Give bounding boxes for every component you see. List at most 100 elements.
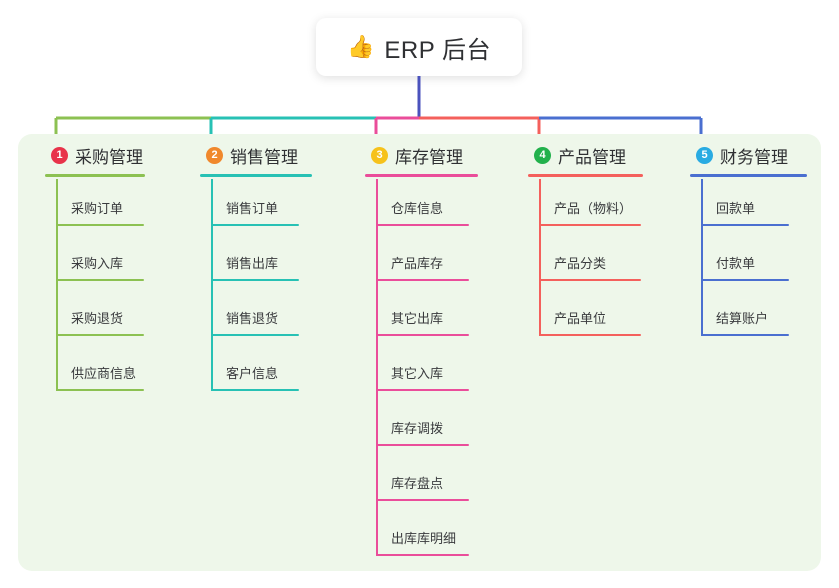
branch-items-3: 仓库信息产品库存其它出库其它入库库存调拨库存盘点出库库明细 <box>365 179 469 564</box>
branch-items-4: 产品（物料） 产品分类产品单位 <box>528 179 641 344</box>
leaf-item-underline <box>376 554 469 556</box>
branch-5[interactable]: 5 财务管理回款单付款单结算账户 <box>690 140 807 344</box>
branch-title-2: 销售管理 <box>230 147 298 167</box>
leaf-item-underline <box>211 389 299 391</box>
leaf-item-label: 产品库存 <box>391 256 444 271</box>
branch-header-5[interactable]: 5 财务管理 <box>690 140 807 177</box>
branch-badge-4: 4 <box>534 146 551 164</box>
leaf-item-underline <box>211 279 299 281</box>
branch-title-3: 库存管理 <box>395 147 463 167</box>
leaf-item-label: 采购退货 <box>71 311 124 326</box>
leaf-item[interactable]: 库存调拨 <box>365 399 469 454</box>
leaf-item-label: 产品分类 <box>554 256 607 271</box>
leaf-item[interactable]: 结算账户 <box>690 289 789 344</box>
leaf-item[interactable]: 客户信息 <box>200 344 299 399</box>
leaf-item[interactable]: 产品（物料） <box>528 179 641 234</box>
branch-underline-4 <box>528 174 643 177</box>
leaf-item-label: 回款单 <box>716 201 756 216</box>
branch-title-1: 采购管理 <box>75 147 143 167</box>
branch-header-1[interactable]: 1 采购管理 <box>45 140 145 177</box>
branch-underline-3 <box>365 174 478 177</box>
branch-header-4[interactable]: 4 产品管理 <box>528 140 643 177</box>
leaf-item-underline <box>56 389 144 391</box>
leaf-item-label: 采购入库 <box>71 256 124 271</box>
leaf-item-underline <box>376 224 469 226</box>
branch-spine-3 <box>376 179 378 556</box>
leaf-item[interactable]: 采购退货 <box>45 289 144 344</box>
branch-badge-1: 1 <box>51 146 68 164</box>
branch-badge-5: 5 <box>696 146 713 164</box>
branch-spine-1 <box>56 179 58 391</box>
root-node[interactable]: 👍 ERP 后台 <box>316 18 522 76</box>
leaf-item-label: 结算账户 <box>716 311 769 326</box>
branch-header-2[interactable]: 2 销售管理 <box>200 140 312 177</box>
branch-header-3[interactable]: 3 库存管理 <box>365 140 478 177</box>
leaf-item-underline <box>211 224 299 226</box>
leaf-item-label: 库存调拨 <box>391 421 444 436</box>
leaf-item-underline <box>56 279 144 281</box>
leaf-item[interactable]: 回款单 <box>690 179 789 234</box>
leaf-item[interactable]: 供应商信息 <box>45 344 144 399</box>
leaf-item-underline <box>701 224 789 226</box>
branch-underline-5 <box>690 174 807 177</box>
leaf-item-underline <box>56 224 144 226</box>
leaf-item-label: 销售退货 <box>226 311 279 326</box>
leaf-item[interactable]: 库存盘点 <box>365 454 469 509</box>
leaf-item[interactable]: 其它入库 <box>365 344 469 399</box>
leaf-item-label: 仓库信息 <box>391 201 444 216</box>
leaf-item[interactable]: 出库库明细 <box>365 509 469 564</box>
branch-spine-4 <box>539 179 541 336</box>
leaf-item-underline <box>376 499 469 501</box>
leaf-item-underline <box>701 334 789 336</box>
branch-badge-2: 2 <box>206 146 223 164</box>
branch-spine-5 <box>701 179 703 336</box>
leaf-item[interactable]: 其它出库 <box>365 289 469 344</box>
branch-items-1: 采购订单采购入库采购退货供应商信息 <box>45 179 144 399</box>
leaf-item[interactable]: 仓库信息 <box>365 179 469 234</box>
leaf-item-label: 其它出库 <box>391 311 444 326</box>
leaf-item-underline <box>376 444 469 446</box>
leaf-item[interactable]: 销售出库 <box>200 234 299 289</box>
leaf-item[interactable]: 产品分类 <box>528 234 641 289</box>
branch-badge-3: 3 <box>371 146 388 164</box>
branch-title-5: 财务管理 <box>720 147 788 167</box>
branch-underline-2 <box>200 174 312 177</box>
leaf-item-label: 出库库明细 <box>391 531 457 546</box>
leaf-item-label: 供应商信息 <box>71 366 137 381</box>
thumbs-up-icon: 👍 <box>347 34 375 59</box>
leaf-item[interactable]: 采购订单 <box>45 179 144 234</box>
leaf-item-underline <box>376 334 469 336</box>
branch-spine-2 <box>211 179 213 391</box>
branches-panel <box>18 134 821 571</box>
branch-title-4: 产品管理 <box>558 147 626 167</box>
branch-underline-1 <box>45 174 145 177</box>
branch-items-2: 销售订单销售出库销售退货客户信息 <box>200 179 299 399</box>
leaf-item-underline <box>56 334 144 336</box>
branch-1[interactable]: 1 采购管理采购订单采购入库采购退货供应商信息 <box>45 140 145 399</box>
leaf-item-label: 采购订单 <box>71 201 124 216</box>
leaf-item-label: 付款单 <box>716 256 756 271</box>
leaf-item-underline <box>539 279 641 281</box>
leaf-item-underline <box>376 389 469 391</box>
leaf-item-underline <box>701 279 789 281</box>
leaf-item[interactable]: 销售退货 <box>200 289 299 344</box>
leaf-item[interactable]: 产品库存 <box>365 234 469 289</box>
leaf-item-underline <box>539 224 641 226</box>
leaf-item-label: 产品单位 <box>554 311 607 326</box>
leaf-item-label: 其它入库 <box>391 366 444 381</box>
leaf-item[interactable]: 付款单 <box>690 234 789 289</box>
leaf-item-label: 产品（物料） <box>554 201 633 216</box>
leaf-item[interactable]: 销售订单 <box>200 179 299 234</box>
leaf-item-underline <box>376 279 469 281</box>
branch-4[interactable]: 4 产品管理产品（物料） 产品分类产品单位 <box>528 140 643 344</box>
branch-3[interactable]: 3 库存管理仓库信息产品库存其它出库其它入库库存调拨库存盘点出库库明细 <box>365 140 478 564</box>
leaf-item-underline <box>211 334 299 336</box>
branch-2[interactable]: 2 销售管理销售订单销售出库销售退货客户信息 <box>200 140 312 399</box>
leaf-item-label: 销售出库 <box>226 256 279 271</box>
root-node-label: ERP 后台 <box>384 36 491 64</box>
leaf-item-label: 客户信息 <box>226 366 279 381</box>
leaf-item[interactable]: 采购入库 <box>45 234 144 289</box>
branch-items-5: 回款单付款单结算账户 <box>690 179 789 344</box>
leaf-item[interactable]: 产品单位 <box>528 289 641 344</box>
